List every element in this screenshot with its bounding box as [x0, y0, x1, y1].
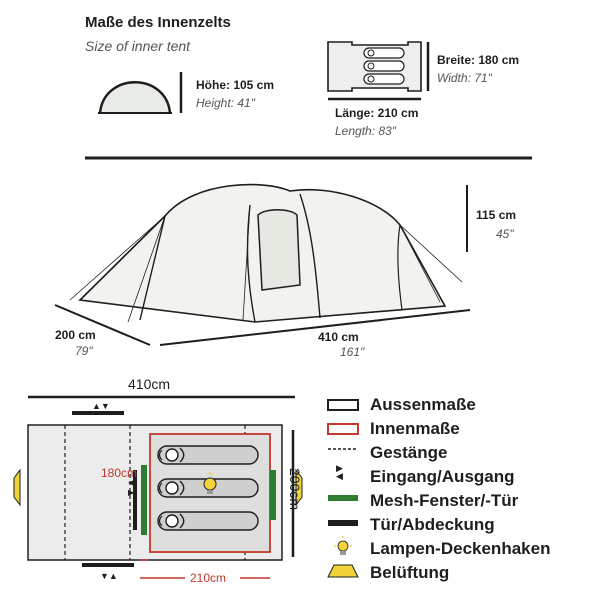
inner-tent-dome-icon	[98, 72, 183, 114]
legend-outer-dimensions: Aussenmaße	[370, 395, 476, 414]
legend-entrance: Eingang/Ausgang	[370, 467, 515, 486]
floorplan-inner-length: 210cm	[190, 571, 227, 585]
inner-tent-title-de: Maße des Innenzelts	[85, 14, 231, 31]
inner-width-de: Breite: 180 cm	[437, 53, 520, 67]
inner-height-en: Height: 41"	[196, 96, 255, 110]
tent-3d-illustration	[69, 183, 463, 323]
svg-text:▶: ▶	[336, 463, 343, 473]
tent-width-cm: 200 cm	[55, 328, 96, 342]
inner-width-en: Width: 71"	[437, 71, 492, 85]
tent-height-in: 45"	[496, 227, 514, 241]
inner-length-en: Length: 83"	[335, 124, 396, 138]
tent-length-cm: 410 cm	[318, 330, 359, 344]
inner-tent-topview-icon	[327, 41, 430, 101]
floorplan-inner-width: 180cm	[101, 466, 138, 480]
svg-text:◀: ◀	[336, 471, 343, 481]
floorplan-outer-width: 200cm	[287, 468, 303, 511]
legend-lamp-hook: Lampen-Deckenhaken	[370, 539, 551, 558]
inner-tent-title-en: Size of inner tent	[85, 38, 191, 54]
legend-door-cover: Tür/Abdeckung	[370, 515, 495, 534]
svg-text:▶: ▶	[128, 488, 135, 497]
floorplan-drawing: ▲▼ ▼▲ ◀ ▶	[13, 395, 303, 581]
inner-height-de: Höhe: 105 cm	[196, 78, 275, 92]
legend-inner-dimensions: Innenmaße	[370, 419, 460, 438]
legend-icons: ▶ ◀	[327, 399, 359, 578]
legend-poles: Gestänge	[370, 443, 448, 462]
svg-text:▼▲: ▼▲	[100, 571, 118, 581]
svg-text:◀: ◀	[128, 478, 135, 487]
inner-length-de: Länge: 210 cm	[335, 106, 419, 120]
svg-text:▲▼: ▲▼	[92, 401, 110, 411]
tent-width-in: 79"	[75, 344, 93, 358]
legend-ventilation: Belüftung	[370, 563, 450, 582]
tent-height-cm: 115 cm	[476, 208, 517, 222]
tent-length-in: 161"	[340, 345, 365, 359]
floorplan-outer-length: 410cm	[128, 376, 171, 392]
legend-mesh-window: Mesh-Fenster/-Tür	[370, 491, 519, 510]
lamp-hook-marker-icon	[200, 472, 220, 494]
